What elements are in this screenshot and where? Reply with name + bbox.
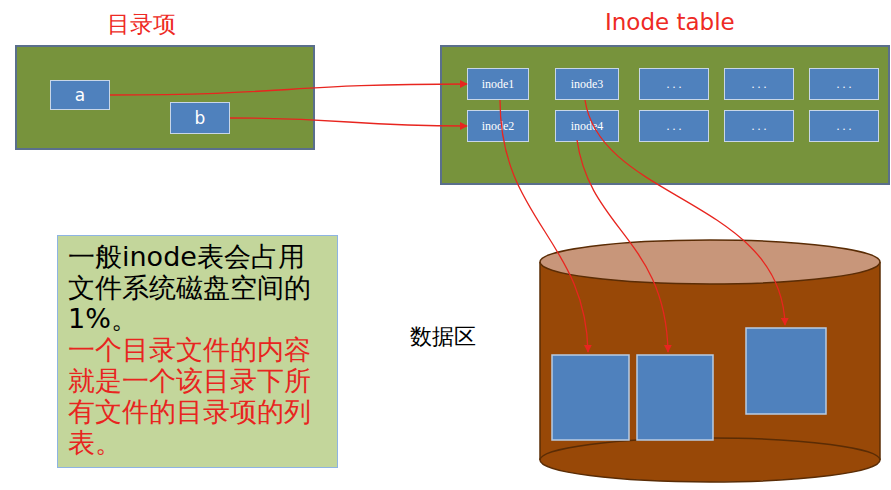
section-heading: Inode table	[605, 9, 735, 35]
entry-box: a	[50, 80, 110, 110]
box-label: . . .	[837, 119, 852, 134]
inode-box: . . .	[809, 110, 879, 142]
cylinder-side	[539, 262, 541, 460]
box-label: . . .	[667, 119, 682, 134]
box-label: . . .	[752, 119, 767, 134]
data-block	[746, 328, 826, 414]
box-label: inode1	[482, 77, 515, 92]
box-label: inode2	[482, 119, 515, 134]
pointer-line	[500, 100, 588, 352]
cylinder-bottom	[540, 438, 880, 482]
inode-box: . . .	[639, 110, 709, 142]
box-label: . . .	[752, 77, 767, 92]
pointer-arrow	[110, 84, 467, 95]
inode-table: Inode tableinode1inode3. . .. . .. . .in…	[440, 45, 890, 185]
inode-box: . . .	[809, 68, 879, 100]
directory-entries: 目录项ab	[15, 45, 315, 150]
box-label: inode3	[571, 77, 604, 92]
note-text: 一般inode表会占用 文件系统磁盘空间的 1%。	[68, 241, 327, 334]
box-label: a	[75, 85, 85, 105]
box-label: . . .	[667, 77, 682, 92]
data-block	[552, 355, 629, 440]
note-box: 一般inode表会占用 文件系统磁盘空间的 1%。一个目录文件的内容 就是一个该…	[57, 235, 338, 468]
inode-box: . . .	[724, 110, 794, 142]
box-label: . . .	[837, 77, 852, 92]
inode-box: inode2	[467, 110, 529, 142]
box-label: inode4	[571, 119, 604, 134]
cylinder-body	[540, 262, 880, 460]
section-heading: 目录项	[107, 9, 176, 40]
inode-box: inode4	[555, 110, 619, 142]
entry-box: b	[170, 102, 230, 134]
area-label: 数据区	[410, 322, 476, 352]
pointer-arrow	[230, 118, 467, 126]
inode-box: inode3	[555, 68, 619, 100]
data-block	[637, 355, 713, 440]
inode-box: inode1	[467, 68, 529, 100]
pointer-line	[585, 100, 785, 325]
inode-box: . . .	[724, 68, 794, 100]
note-text: 一个目录文件的内容 就是一个该目录下所 有文件的目录项的列 表。	[68, 334, 327, 458]
inode-box: . . .	[639, 68, 709, 100]
cylinder-side	[879, 262, 881, 460]
box-label: b	[195, 108, 206, 128]
cylinder-top	[540, 240, 880, 284]
pointer-line	[577, 140, 668, 352]
